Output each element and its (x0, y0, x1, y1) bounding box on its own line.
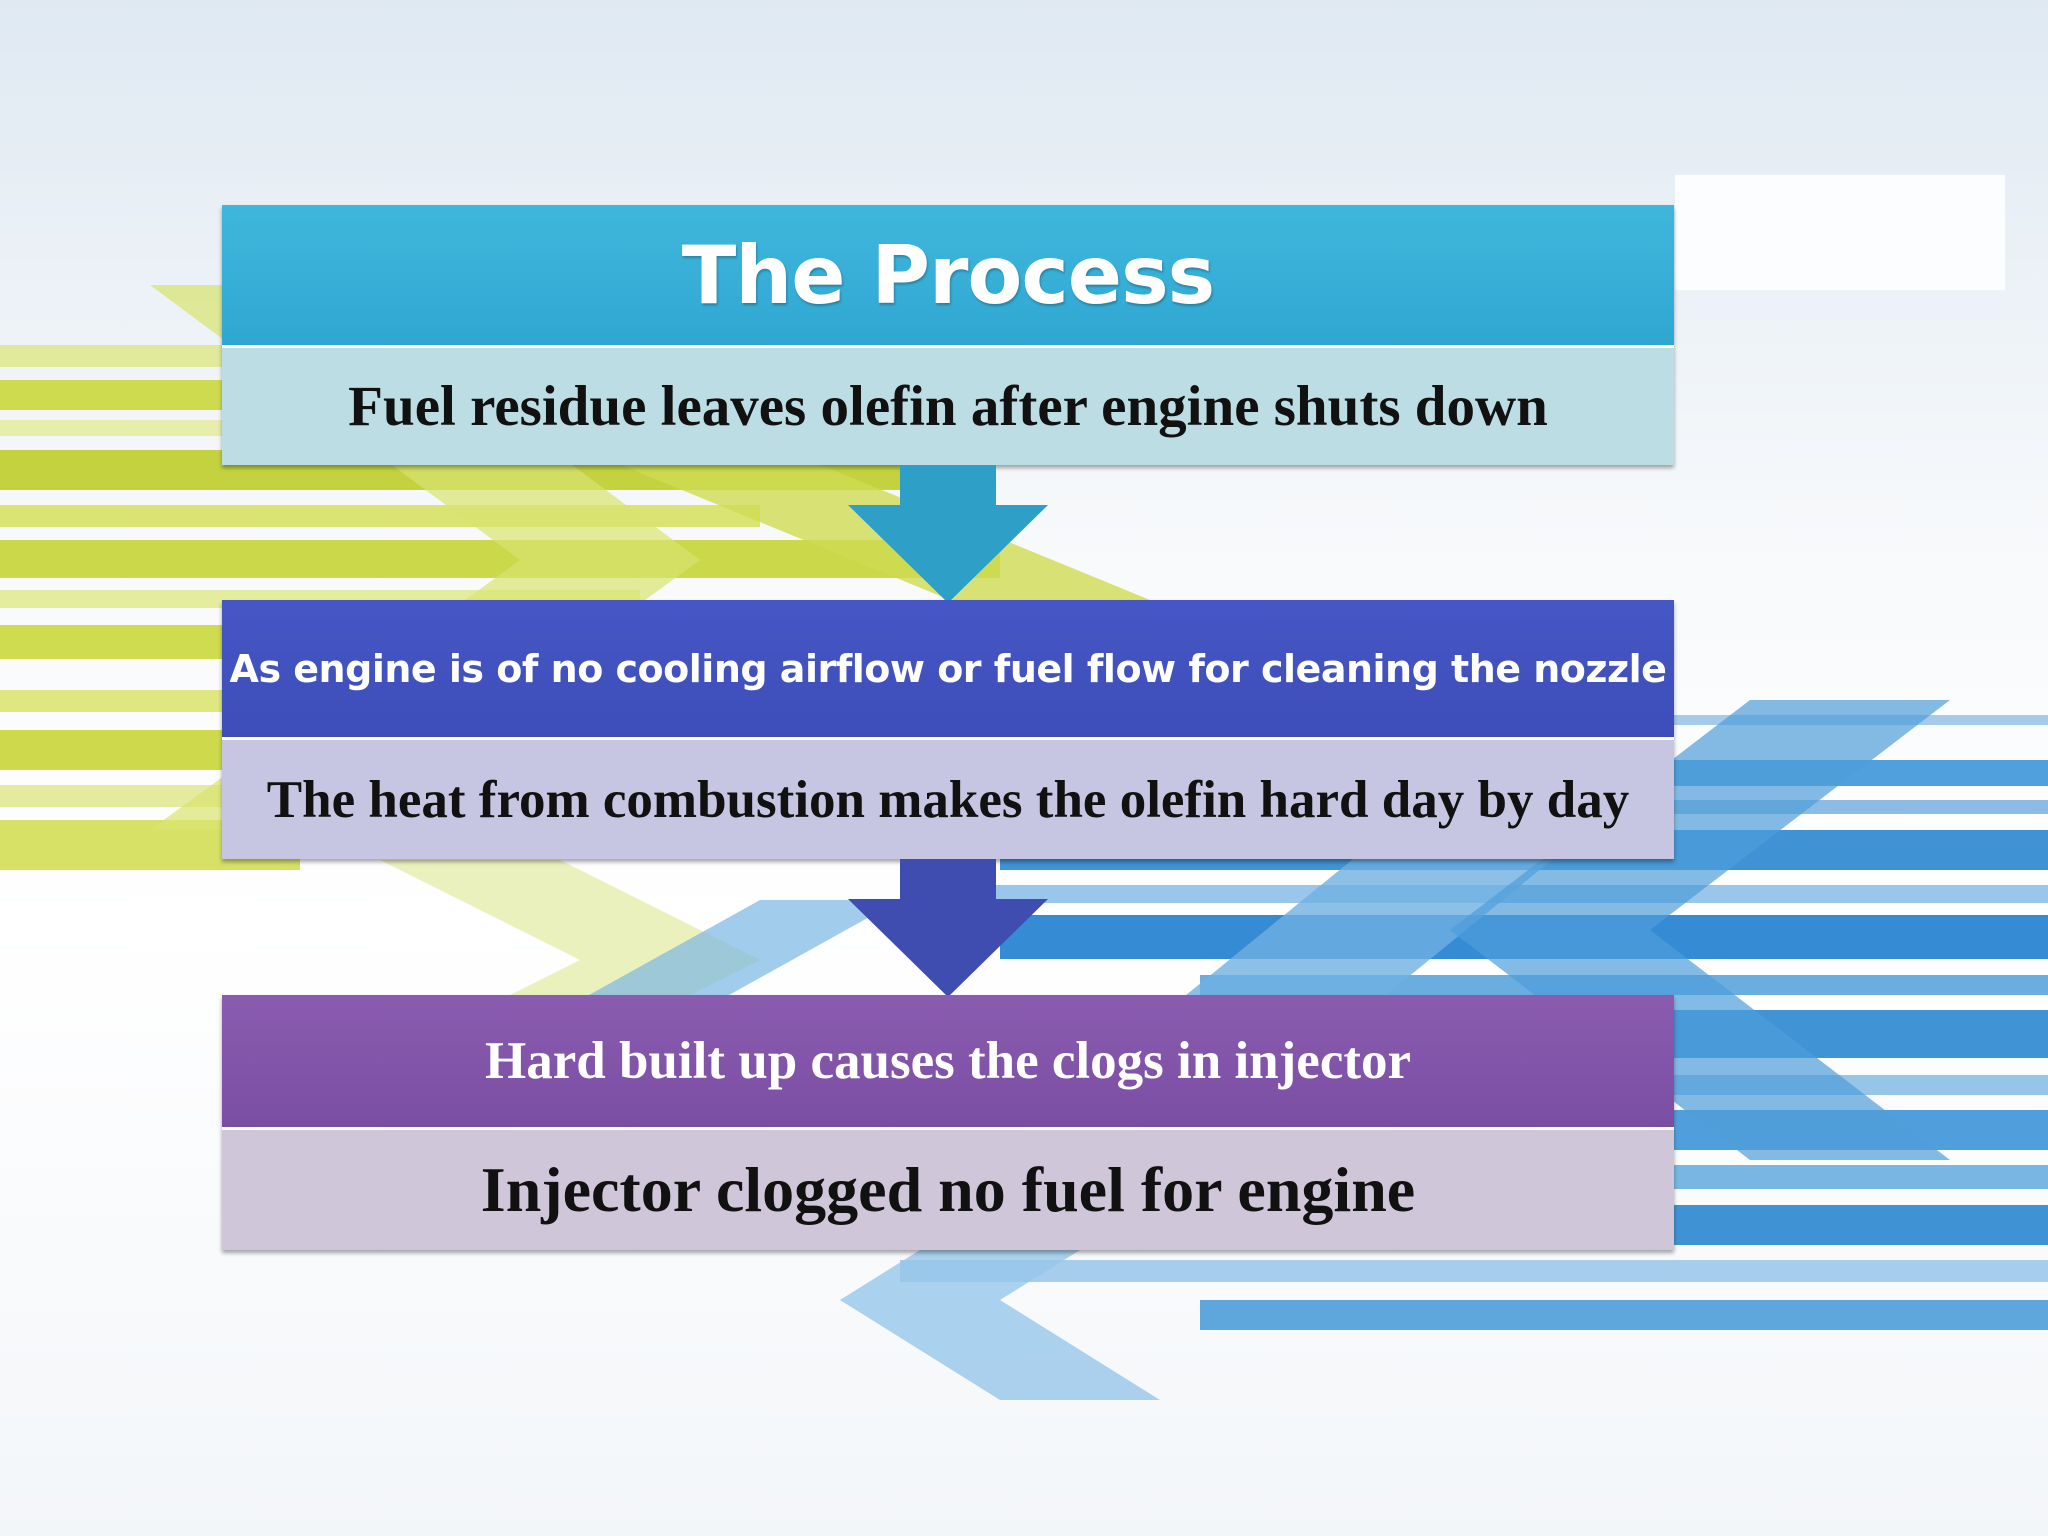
down-arrow-2 (848, 859, 1048, 997)
step3-header: Hard built up causes the clogs in inject… (222, 995, 1674, 1127)
step1-text: Fuel residue leaves olefin after engine … (348, 375, 1548, 438)
process-title-header: The Process (222, 205, 1674, 345)
step3-description: Injector clogged no fuel for engine (222, 1127, 1674, 1250)
step2-header: As engine is of no cooling airflow or fu… (222, 600, 1674, 737)
step3-text: Injector clogged no fuel for engine (480, 1154, 1416, 1225)
step2-text: The heat from combustion makes the olefi… (266, 770, 1630, 829)
step2-header-text: As engine is of no cooling airflow or fu… (229, 646, 1667, 691)
step2-description: The heat from combustion makes the olefi… (222, 737, 1674, 859)
process-title: The Process (681, 228, 1216, 322)
step3-header-text: Hard built up causes the clogs in inject… (484, 1032, 1412, 1090)
step1-description: Fuel residue leaves olefin after engine … (222, 345, 1674, 465)
down-arrow-1 (848, 465, 1048, 603)
